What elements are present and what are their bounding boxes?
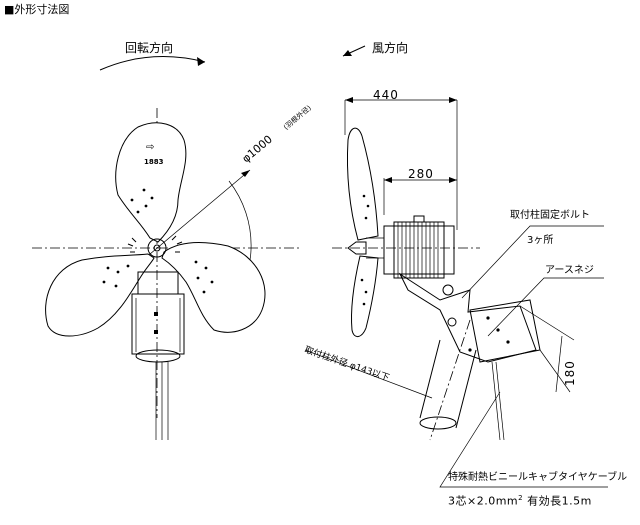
earth-screw-label: アースネジ: [545, 265, 594, 276]
hub-outer: [147, 238, 167, 258]
blade-top: [115, 122, 187, 243]
cable-title: 特殊耐熱ビニールキャブタイヤケーブル: [448, 472, 628, 483]
mount-bolt-count: 3ヶ所: [527, 235, 554, 246]
side-motor-housing: [383, 225, 455, 275]
blade-rivets: [102, 188, 214, 294]
mount-bolt-label: 取付柱固定ボルト: [510, 210, 590, 221]
page-title: ■外形寸法図: [4, 3, 70, 16]
wind-direction-label: 風方向: [372, 41, 409, 55]
cable-leader: [439, 391, 608, 488]
dimension-280: 280: [408, 167, 434, 181]
blade-left: [45, 253, 155, 337]
motor-housing-front: [137, 271, 179, 295]
blade-right: [161, 242, 266, 333]
rotation-arrow-icon: [99, 56, 206, 71]
side-bracket: [398, 272, 537, 363]
side-blade-lower: [351, 255, 379, 337]
blade-number-mark: 1883: [144, 158, 164, 166]
dimension-440: 440: [373, 88, 399, 102]
diameter-label: φ1000: [240, 133, 275, 166]
dimension-180: 180: [563, 360, 577, 386]
side-spinner: [347, 241, 367, 255]
diameter-note: (羽根外径): [282, 103, 314, 132]
blade-arrow-mark: ⇨: [146, 142, 154, 153]
pole-diameter-label: 取付柱外径 φ143以下: [303, 343, 391, 383]
motor-bottom: [135, 349, 181, 363]
cable-spec-length: 有効長1.5m: [527, 494, 592, 508]
cable-spec-main: 3芯×2.0mm: [448, 494, 519, 508]
rotation-direction-label: 回転方向: [125, 41, 174, 55]
cable-spec: 3芯×2.0mm2 有効長1.5m: [448, 495, 592, 507]
front-view: φ1000 (羽根外径) ⇨ 1883: [32, 56, 314, 440]
mount-pole: [419, 339, 477, 429]
bolt-leader: [461, 225, 604, 299]
earth-leader: [487, 277, 604, 337]
hub-inner: [153, 244, 161, 252]
side-blade-upper: [346, 127, 379, 241]
cable-spec-sup: 2: [518, 494, 524, 502]
side-view: 180 取付柱外径 φ143以下: [303, 45, 608, 488]
